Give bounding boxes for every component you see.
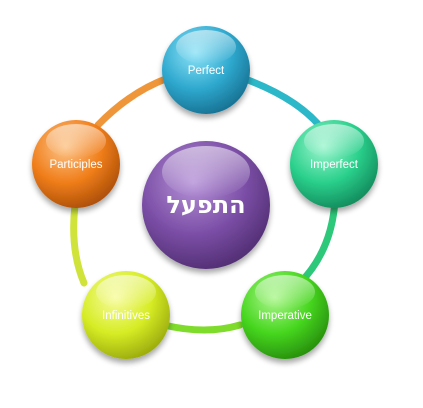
node-imperative-gloss — [255, 275, 315, 309]
ring-segment-imperative-infinitives — [160, 321, 244, 334]
center-label: התפעל — [166, 191, 245, 219]
node-participles-gloss — [46, 124, 106, 158]
ring-segment-imperfect-imperative — [296, 196, 339, 287]
node-infinitives: Infinitives — [82, 271, 170, 359]
node-imperfect: Imperfect — [290, 120, 378, 208]
node-perfect: Perfect — [162, 26, 250, 114]
node-perfect-gloss — [176, 30, 236, 64]
node-infinitives-gloss — [96, 275, 156, 309]
node-imperative: Imperative — [241, 271, 329, 359]
node-imperfect-label: Imperfect — [310, 159, 359, 171]
ring-segment-perfect-imperfect — [244, 76, 327, 134]
ring-segment-infinitives-participles — [70, 201, 88, 287]
ring-segment-participles-perfect — [94, 74, 172, 129]
node-participles-label: Participles — [49, 159, 102, 171]
node-infinitives-label: Infinitives — [102, 310, 150, 322]
node-imperative-label: Imperative — [258, 310, 312, 322]
center-node-gloss — [162, 146, 250, 198]
node-perfect-label: Perfect — [188, 65, 225, 77]
center-node: התפעל — [142, 141, 270, 269]
node-imperfect-gloss — [304, 124, 364, 158]
node-participles: Participles — [32, 120, 120, 208]
